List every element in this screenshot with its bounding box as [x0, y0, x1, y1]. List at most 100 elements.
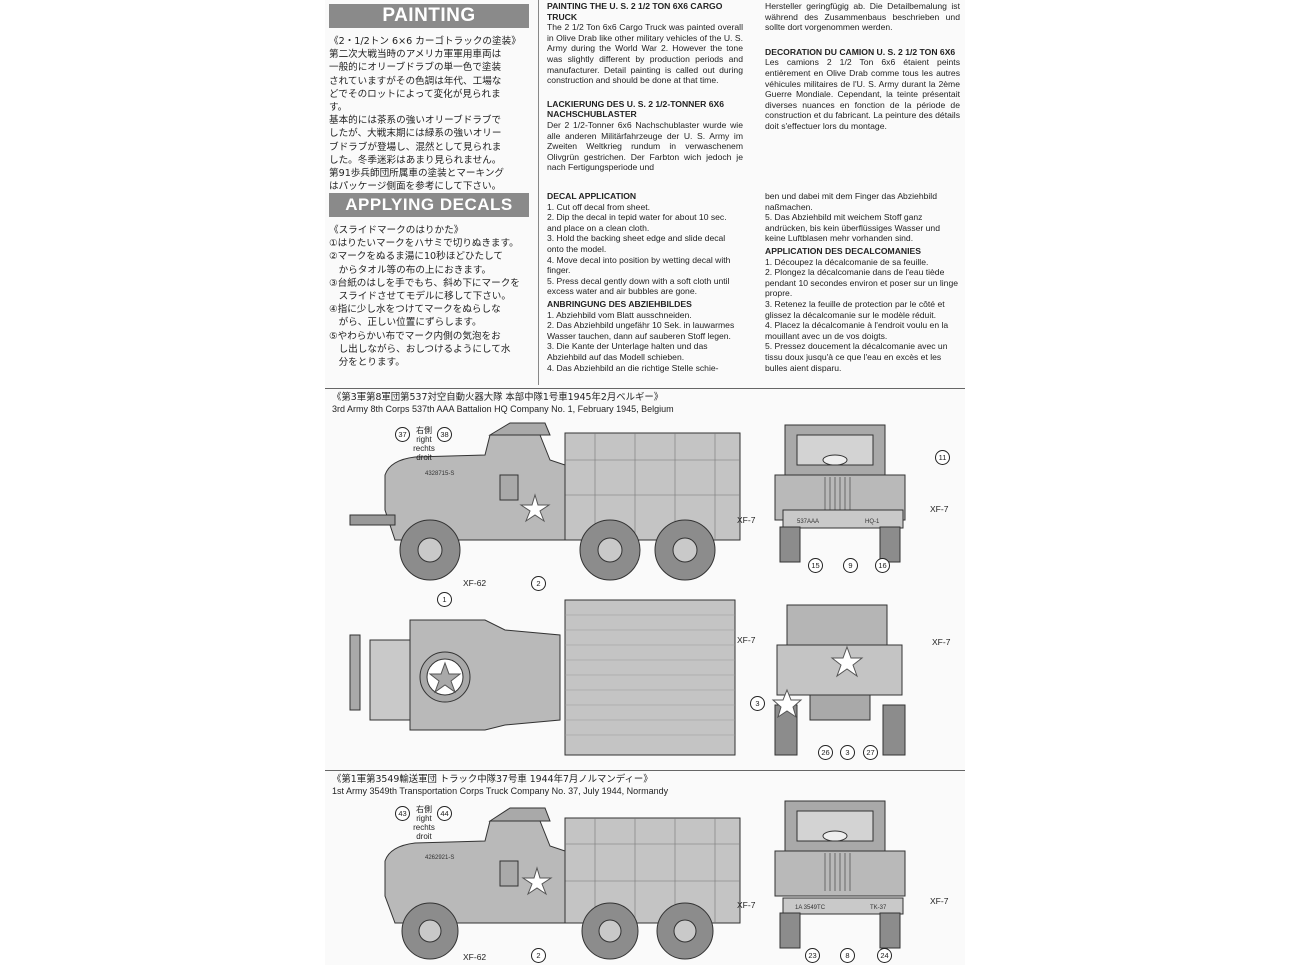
decals-de-step: ben und dabei mit dem Finger das Abziehb… [765, 191, 937, 212]
scheme1-side-label-jp: 右側 [416, 426, 432, 435]
scheme1-jp-caption: 《第3軍第8軍団第537対空自動火器大隊 本部中隊1号車1945年2月ベルギー》 [332, 392, 664, 403]
decals-jp-line: からタオル等の布の上におきます。 [329, 264, 492, 276]
painting-jp-line: 第二次大戦当時のアメリカ軍軍用車両は [329, 49, 502, 61]
scheme1-en-caption: 3rd Army 8th Corps 537th AAA Battalion H… [332, 403, 674, 414]
scheme2-front-bumper-right: TK-37 [870, 905, 887, 911]
decals-jp-line: ④指に少し水をつけてマークをぬらしな [329, 304, 501, 316]
scheme1-front-view: 537AAA HQ-1 [774, 424, 906, 563]
decals-banner: APPLYING DECALS [329, 193, 529, 217]
decals-de-step: 5. Das Abziehbild mit weichem Stoff ganz… [765, 212, 940, 244]
painting-jp-line: した。冬季迷彩はあまり見られません。 [329, 154, 502, 166]
decals-en-step: 5. Press decal gently down with a soft c… [547, 275, 730, 297]
scheme2-front-view: 1A 3549TC TK-37 [774, 800, 906, 949]
column-divider [538, 0, 539, 385]
painting-fr-title: DECORATION DU CAMION U. S. 2 1/2 TON 6X6 [765, 46, 956, 57]
painting-jp-line: 第91歩兵師団所属車の塗装とマーキング [329, 168, 505, 180]
scheme1-callout-3: 3 [750, 696, 765, 711]
painting-banner: PAINTING [329, 4, 529, 28]
painting-jp-line: 一般的にオリーブドラブの単一色で塗装 [329, 62, 502, 74]
decals-en-step: 1. Cut off decal from sheet. [547, 201, 651, 212]
decals-jp-line: ①はりたいマークをハサミで切りぬきます。 [329, 238, 519, 250]
painting-jp-text: 《2・1/2トン 6×6 カーゴトラックの塗装》 第二次大戦当時のアメリカ軍軍用… [329, 35, 535, 193]
painting-en-de-column: PAINTING THE U. S. 2 1/2 TON 6X6 CARGO T… [547, 1, 743, 173]
scheme1-callout-9: 9 [843, 558, 858, 573]
scheme2-callout-8: 8 [840, 948, 855, 963]
painting-jp-line: 基本的には茶系の強いオリーブドラブで [329, 115, 502, 127]
scheme1-drawings: 4328715-S 537AAA HQ-1 [349, 422, 906, 756]
scheme2-side-label: 右側 right rechts droit [409, 805, 439, 841]
scheme1-side-label-line: droit [416, 453, 432, 462]
painting-fr-body: Les camions 2 1/2 Ton 6x6 étaient peints… [765, 57, 960, 131]
decals-fr-step: 2. Plongez la décalcomanie dans de l'eau… [765, 267, 959, 299]
scheme2-paint-xf7-left: XF-7 [737, 900, 756, 910]
decals-de-step: 1. Abziehbild vom Blatt ausschneiden. [547, 309, 692, 320]
painting-de-title: LACKIERUNG DES U. S. 2 1/2-TONNER 6X6 NA… [547, 98, 725, 120]
scheme2-side-label-jp: 右側 [416, 805, 432, 814]
scheme1-callout-1: 1 [437, 592, 452, 607]
scheme2-paint-xf62: XF-62 [463, 952, 487, 962]
scheme2-side-label-line: droit [416, 832, 432, 841]
scheme1-paint-xf7-rear-left: XF-7 [737, 635, 756, 645]
scheme1-front-bumper-left: 537AAA [797, 519, 819, 525]
scheme2-side-label-line: rechts [413, 823, 435, 832]
scheme2-en-caption: 1st Army 3549th Transportation Corps Tru… [332, 785, 669, 796]
scheme1-callout-16: 16 [875, 558, 890, 573]
decals-en-step: 3. Hold the backing sheet edge and slide… [547, 233, 726, 254]
scheme2-callout-23: 23 [805, 948, 820, 963]
painting-jp-title: 《2・1/2トン 6×6 カーゴトラックの塗装》 [329, 36, 521, 47]
painting-de-body: Der 2 1/2-Tonner 6x6 Nachschublaster wur… [547, 119, 743, 173]
scheme1-callout-38: 38 [437, 427, 452, 442]
decals-de-step: 2. Das Abziehbild ungefähr 10 Sek. in la… [547, 320, 735, 341]
painting-jp-line: したが、大戦末期には緑系の強いオリー [329, 128, 502, 140]
decals-jp-line: し出しながら、おしつけるようにして水 [329, 343, 511, 355]
painting-jp-line: はパッケージ側面を参考にして下さい。 [329, 181, 502, 193]
scheme1-callout-11: 11 [935, 450, 950, 465]
decals-jp-text: 《スライドマークのはりかた》 ①はりたいマークをハサミで切りぬきます。 ②マーク… [329, 224, 535, 369]
decals-fr-step: 3. Retenez la feuille de protection par … [765, 298, 945, 320]
decals-en-step: 4. Move decal into position by wetting d… [547, 254, 731, 276]
scheme1-paint-xf7-right: XF-7 [930, 504, 949, 514]
scheme2-drawings: 4262921-S 1A 3549TC TK-37 [384, 800, 906, 960]
section-rule [325, 388, 965, 389]
painting-de-continued: Hersteller geringfügig ab. Die Detailbem… [765, 1, 960, 33]
scheme1-front-bumper-right: HQ-1 [865, 519, 880, 525]
scheme2-side-view: 4262921-S [384, 807, 741, 960]
decals-de-step: 4. Das Abziehbild an die richtige Stelle… [547, 362, 719, 373]
scheme2-callout-2: 2 [531, 948, 546, 963]
decals-jp-title: 《スライドマークのはりかた》 [329, 225, 464, 236]
scheme1-side-label-line: right [416, 435, 432, 444]
scheme1-callout-2: 2 [531, 576, 546, 591]
decals-de-step: 3. Die Kante der Unterlage halten und da… [547, 341, 708, 362]
decals-de-title: ANBRINGUNG DES ABZIEHBILDES [547, 298, 692, 309]
scheme2-callout-24: 24 [877, 948, 892, 963]
scheme1-hood-number: 4328715-S [425, 471, 454, 477]
decals-en-step: 2. Dip the decal in tepid water for abou… [547, 212, 727, 233]
decals-fr-step: 5. Pressez doucement la décalcomanie ave… [765, 341, 948, 373]
decals-de-fr-column: ben und dabei mit dem Finger das Abziehb… [765, 191, 960, 373]
scheme1-rear-view [771, 604, 906, 756]
painting-de-fr-column: Hersteller geringfügig ab. Die Detailbem… [765, 1, 960, 132]
decals-jp-line: スライドさせてモデルに移して下さい。 [329, 291, 511, 303]
decals-jp-line: ②マークをぬるま湯に10秒ほどひたして [329, 251, 504, 263]
scheme1-caption: 《第3軍第8軍団第537対空自動火器大隊 本部中隊1号車1945年2月ベルギー》… [332, 392, 674, 415]
scheme1-side-view: 4328715-S [349, 422, 741, 581]
scheme1-paint-xf7-rear-right: XF-7 [932, 637, 951, 647]
scheme2-front-bumper-left: 1A 3549TC [795, 905, 826, 911]
painting-jp-line: どでそのロットによって変化が見られま [329, 88, 501, 100]
scheme1-callout-27: 27 [863, 745, 878, 760]
scheme2-side-label-line: right [416, 814, 432, 823]
scheme2-callout-44: 44 [437, 806, 452, 821]
instruction-page: PAINTING 《2・1/2トン 6×6 カーゴトラックの塗装》 第二次大戦当… [325, 0, 965, 965]
scheme1-paint-xf7-left: XF-7 [737, 515, 756, 525]
painting-en-title: PAINTING THE U. S. 2 1/2 TON 6X6 CARGO T… [547, 1, 723, 22]
painting-jp-line: ブドラブが登場し、混然として見られま [329, 141, 502, 153]
scheme2-hood-number: 4262921-S [425, 855, 454, 861]
scheme2-jp-caption: 《第1軍第3549輸送軍団 トラック中隊37号車 1944年7月ノルマンディー》 [332, 774, 653, 785]
painting-jp-line: す。 [329, 102, 348, 114]
scheme1-callout-37: 37 [395, 427, 410, 442]
decals-en-de-column: DECAL APPLICATION 1. Cut off decal from … [547, 191, 743, 373]
scheme1-callout-26: 26 [818, 745, 833, 760]
decals-jp-line: がら、正しい位置にずらします。 [329, 317, 482, 329]
scheme2-caption: 《第1軍第3549輸送軍団 トラック中隊37号車 1944年7月ノルマンディー》… [332, 774, 668, 797]
decals-jp-line: ③台紙のはしを手でもち、斜め下にマークを [329, 277, 520, 289]
